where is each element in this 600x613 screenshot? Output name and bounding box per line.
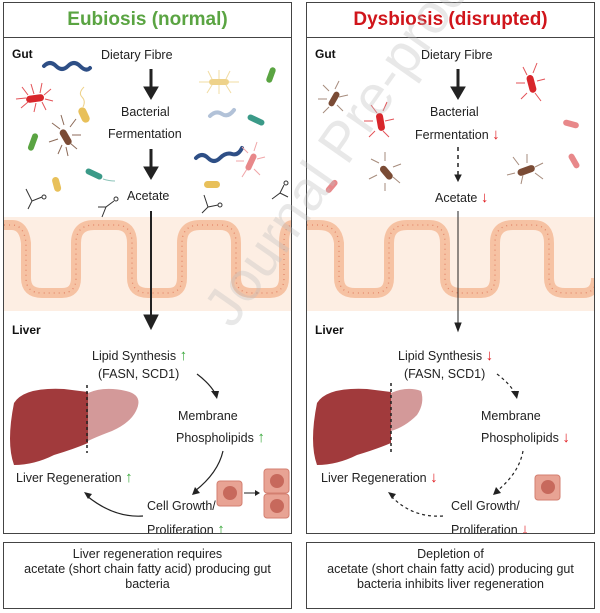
acetate-label: Acetate <box>127 189 170 203</box>
dysbiosis-illustration <box>307 62 594 517</box>
flow-arrows <box>143 69 159 331</box>
acetate-label: Acetate ↓ <box>435 189 489 206</box>
intestinal-villi <box>307 220 594 298</box>
liver-icon <box>10 385 139 465</box>
panel-title: Dysbiosis (disrupted) <box>307 3 594 38</box>
panel-title: Eubiosis (normal) <box>4 3 291 38</box>
liver-label: Liver <box>315 323 344 337</box>
proliferation-label: Proliferation ↓ <box>451 521 529 534</box>
increase-arrow-icon: ↑ <box>179 347 188 364</box>
dysbiosis-panel: Dysbiosis (disrupted) <box>306 2 595 534</box>
fasn-scd1-label: (FASN, SCD1) <box>404 367 486 381</box>
membrane-label: Membrane <box>178 409 238 423</box>
decrease-arrow-icon: ↓ <box>521 521 529 534</box>
liver-regeneration-label: Liver Regeneration ↓ <box>321 469 438 486</box>
eubiosis-panel: Eubiosis (normal) <box>3 2 292 534</box>
cell-icon <box>534 474 561 501</box>
liver-icon <box>313 383 423 465</box>
dietary-fibre-label: Dietary Fibre <box>421 48 493 62</box>
bacterial-label: Bacterial <box>121 105 170 119</box>
increase-arrow-icon: ↑ <box>257 429 265 446</box>
increase-arrow-icon: ↑ <box>125 469 133 486</box>
fermentation-label: Fermentation ↓ <box>415 126 500 143</box>
cell-growth-label: Cell Growth/ <box>451 499 520 513</box>
decrease-arrow-icon: ↓ <box>485 347 494 364</box>
gut-label: Gut <box>315 47 336 61</box>
phospholipids-label: Phospholipids ↓ <box>481 429 570 446</box>
dysbiosis-caption: Depletion of acetate (short chain fatty … <box>306 542 595 609</box>
proliferation-label: Proliferation ↑ <box>147 521 225 534</box>
intestinal-villi <box>4 220 291 298</box>
phospholipids-label: Phospholipids ↑ <box>176 429 265 446</box>
fermentation-label: Fermentation <box>108 127 182 141</box>
decrease-arrow-icon: ↓ <box>480 189 489 206</box>
cell-division-icon <box>216 468 290 519</box>
decrease-arrow-icon: ↓ <box>492 126 500 143</box>
bacterial-label: Bacterial <box>430 105 479 119</box>
increase-arrow-icon: ↑ <box>217 521 225 534</box>
decrease-arrow-icon: ↓ <box>430 469 438 486</box>
lipid-synthesis-label: Lipid Synthesis ↓ <box>398 347 494 364</box>
acetate-molecule-icon <box>25 180 289 218</box>
decrease-arrow-icon: ↓ <box>562 429 570 446</box>
flow-arrows <box>450 69 466 333</box>
lipid-synthesis-label: Lipid Synthesis ↑ <box>92 347 188 364</box>
dietary-fibre-label: Dietary Fibre <box>101 48 173 62</box>
eubiosis-illustration <box>4 61 291 519</box>
membrane-label: Membrane <box>481 409 541 423</box>
bacteria-icon <box>15 61 276 192</box>
fasn-scd1-label: (FASN, SCD1) <box>98 367 180 381</box>
gut-label: Gut <box>12 47 33 61</box>
liver-label: Liver <box>12 323 41 337</box>
liver-regeneration-label: Liver Regeneration ↑ <box>16 469 133 486</box>
eubiosis-caption: Liver regeneration requires acetate (sho… <box>3 542 292 609</box>
cell-growth-label: Cell Growth/ <box>147 499 216 513</box>
bacteria-icon <box>318 62 580 193</box>
